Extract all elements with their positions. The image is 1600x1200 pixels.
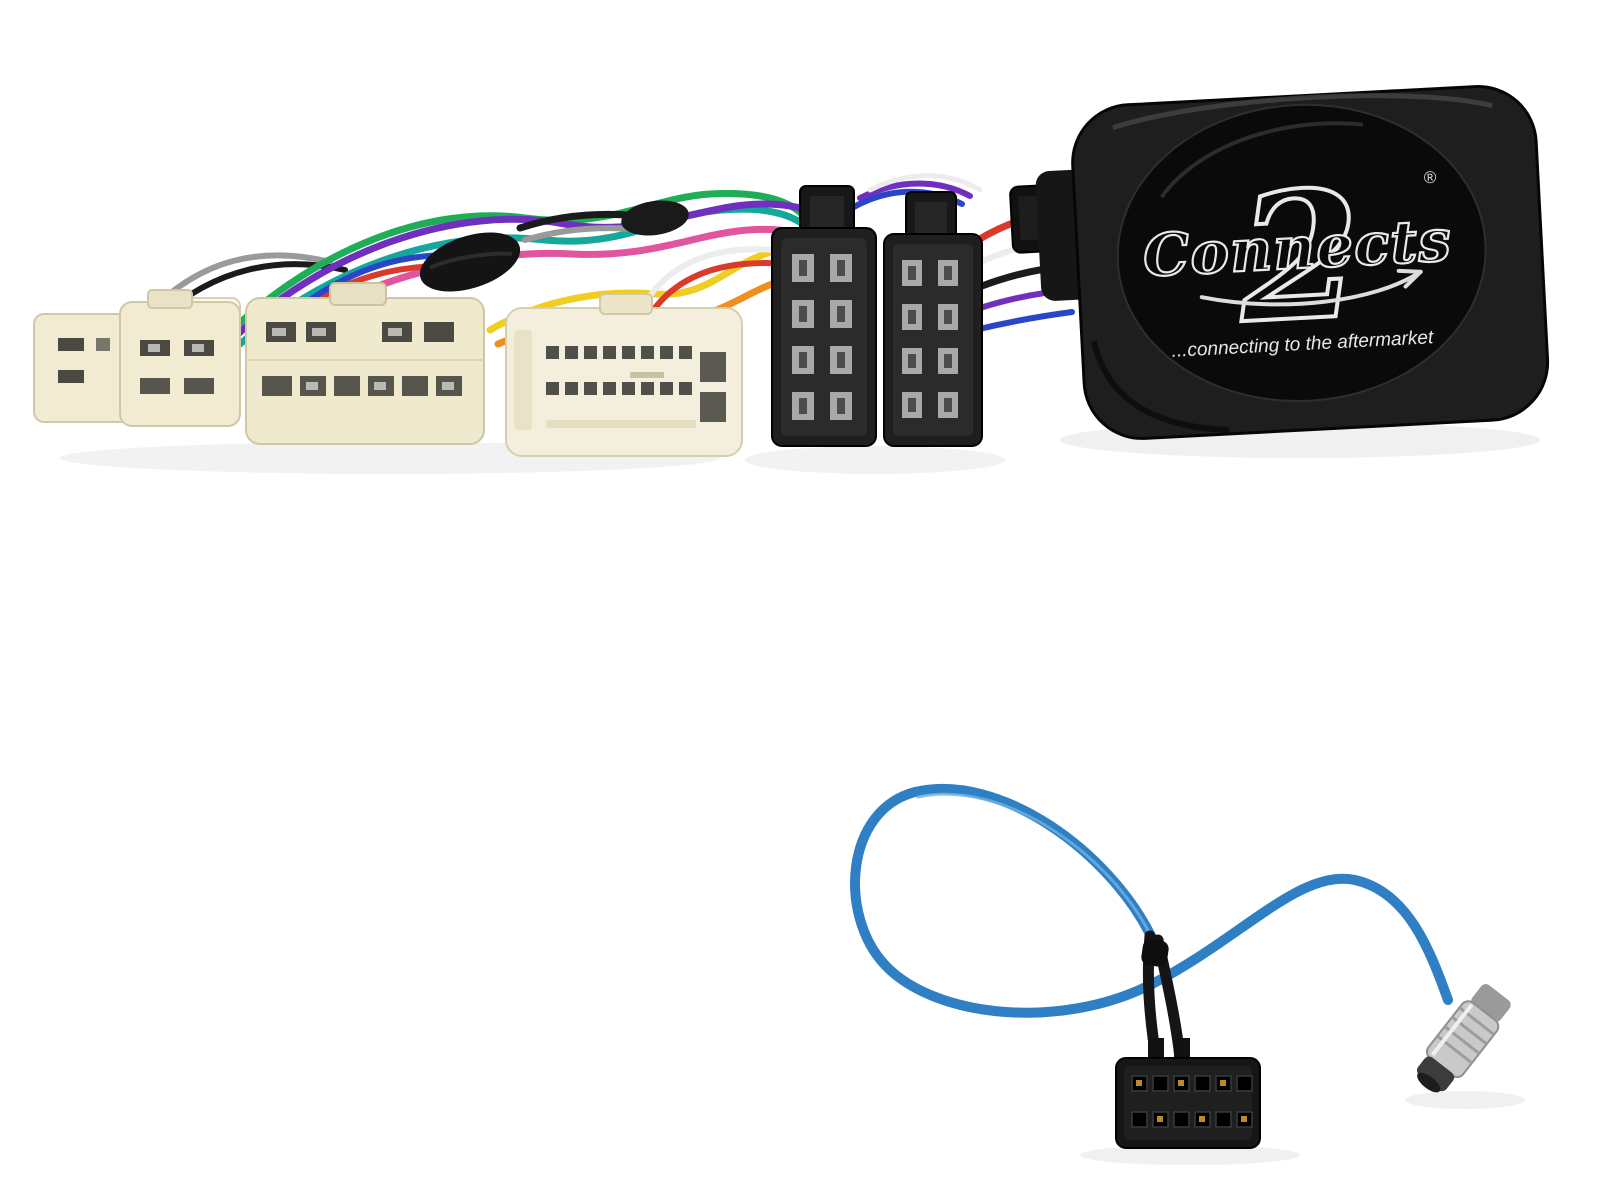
interface-module: 2 Connects ® ...connecting to the afterm… [1009, 85, 1550, 440]
pin-contact [388, 328, 402, 336]
connector-shell [245, 297, 485, 445]
iso-face [893, 244, 973, 436]
iso-latch-face [810, 196, 844, 228]
plug-highlight [1430, 1003, 1474, 1057]
iso-latch-face [915, 202, 947, 234]
iso-pins [792, 254, 852, 420]
vehicle-connector-1 [33, 289, 241, 427]
pin-slot-grid [546, 346, 692, 395]
connects2-logo: 2 Connects ® ...connecting to the afterm… [1140, 150, 1454, 365]
connector-latch [599, 293, 653, 315]
wire-purple [857, 180, 973, 201]
module-lower-edge [1091, 340, 1229, 433]
pin-contact [306, 382, 318, 390]
iso-connector-left [771, 185, 877, 447]
module-badge [1116, 103, 1487, 403]
connector-shell [119, 301, 241, 427]
pin-slot [58, 338, 84, 351]
pin-slot [424, 322, 454, 342]
shadow [1080, 1145, 1300, 1165]
antenna-adapter [850, 783, 1511, 1149]
connector-latch [147, 289, 193, 309]
plug-tip-end [1417, 1072, 1441, 1093]
micro-connector [1115, 1038, 1261, 1149]
logo-number: 2 [1233, 152, 1366, 363]
shell-rib [630, 372, 664, 378]
iso-pins [902, 260, 958, 418]
shadows [60, 422, 1540, 1165]
pin-slot [700, 392, 726, 422]
shadow [1405, 1091, 1525, 1109]
pin-slot [334, 376, 360, 396]
wire-white [867, 173, 983, 193]
pin-contact [312, 328, 326, 336]
pin-slot [58, 370, 84, 383]
pin-slot [140, 378, 170, 394]
pin-contact [272, 328, 286, 336]
registered-mark: ® [1423, 168, 1437, 188]
vehicle-connector-3 [505, 293, 743, 457]
badge-sheen [1159, 121, 1364, 199]
shell-rib [546, 420, 696, 428]
pin-slot [184, 378, 214, 394]
pin-contact [374, 382, 386, 390]
pin-contact [442, 382, 454, 390]
tape-wrap [621, 200, 689, 236]
tape-sheen [429, 251, 513, 270]
iso-connector-right [883, 191, 983, 447]
tape-wrap [419, 232, 521, 292]
pin-slot [96, 338, 110, 351]
pin-contact [148, 344, 160, 352]
logo-underline-swoosh [1199, 268, 1423, 307]
pin-contact [192, 344, 204, 352]
pin-slot [700, 352, 726, 382]
pin-slot [402, 376, 428, 396]
wire-blue [972, 309, 1075, 333]
plug-collar [1471, 984, 1511, 1022]
pin-slot [262, 376, 292, 396]
loom-tape-wraps [419, 200, 689, 292]
shadow [745, 446, 1005, 474]
logo-word: Connects [1141, 206, 1453, 290]
micro-pin-glints [1136, 1080, 1247, 1122]
vehicle-connector-2 [245, 282, 485, 445]
antenna-plug [1416, 984, 1511, 1093]
connector-latch [329, 282, 387, 306]
heatshrink-joint [1141, 939, 1169, 967]
shell-wing [514, 330, 532, 430]
cable-highlight [916, 792, 1154, 940]
wire-green [228, 190, 816, 334]
antenna-cable-blue [850, 783, 1453, 1018]
module-top-highlight [1112, 93, 1493, 130]
plug-tip [1416, 1056, 1455, 1092]
iso-face [781, 238, 867, 436]
